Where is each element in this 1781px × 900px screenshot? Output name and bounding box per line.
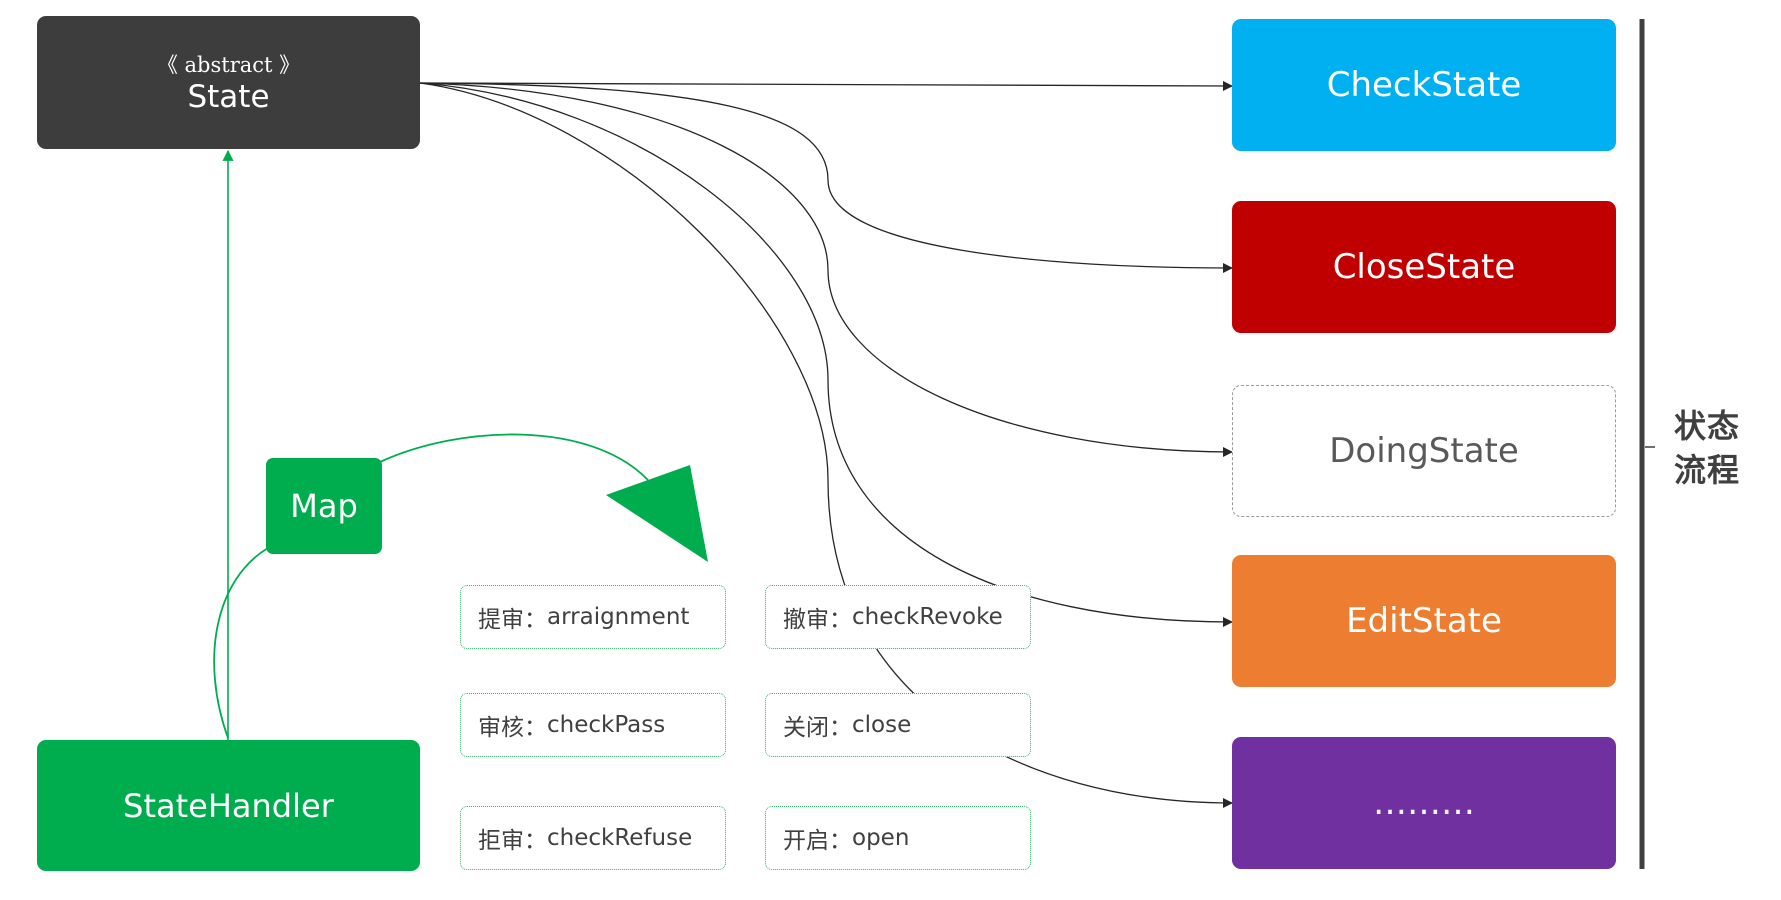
state-handler-label: StateHandler bbox=[123, 786, 334, 825]
edit-state-node: EditState bbox=[1232, 555, 1616, 687]
action-label: 提审： bbox=[478, 607, 547, 633]
doing-state-node: DoingState bbox=[1232, 385, 1616, 517]
action-open: 开启： open bbox=[765, 806, 1031, 870]
action-label: 拒审： bbox=[478, 828, 547, 854]
action-close: 关闭： close bbox=[765, 693, 1031, 757]
action-label: 撤审： bbox=[783, 607, 852, 633]
edit-state-label: EditState bbox=[1346, 601, 1502, 641]
action-check-revoke: 撤审： checkRevoke bbox=[765, 585, 1031, 649]
close-state-label: CloseState bbox=[1332, 247, 1516, 287]
action-label: 审核： bbox=[478, 715, 547, 741]
action-label: 开启： bbox=[783, 828, 852, 854]
more-states-node: ……… bbox=[1232, 737, 1616, 869]
action-check-pass: 审核： checkPass bbox=[460, 693, 726, 757]
map-node: Map bbox=[266, 458, 382, 554]
state-flow-side-label: 状态 流程 bbox=[1674, 404, 1754, 492]
abstract-state-title: State bbox=[187, 78, 270, 115]
action-check-refuse: 拒审： checkRefuse bbox=[460, 806, 726, 870]
map-label: Map bbox=[290, 487, 358, 525]
action-method: arraignment bbox=[547, 604, 690, 630]
abstract-state-node: 《 abstract 》 State bbox=[37, 16, 420, 149]
close-state-node: CloseState bbox=[1232, 201, 1616, 333]
action-method: checkRefuse bbox=[547, 825, 693, 851]
action-method: close bbox=[852, 712, 912, 738]
action-method: checkPass bbox=[547, 712, 666, 738]
check-state-node: CheckState bbox=[1232, 19, 1616, 151]
side-label-line1: 状态 bbox=[1674, 407, 1741, 445]
edge-state-to-checkstate bbox=[419, 80, 1233, 91]
more-states-label: ……… bbox=[1373, 783, 1475, 823]
action-label: 关闭： bbox=[783, 715, 852, 741]
abstract-stereotype-label: 《 abstract 》 bbox=[156, 52, 301, 77]
action-method: open bbox=[852, 825, 910, 851]
action-method: checkRevoke bbox=[852, 604, 1003, 630]
side-label-line2: 流程 bbox=[1674, 451, 1741, 489]
edge-state-to-doingstate bbox=[419, 82, 1233, 457]
edge-state-to-editstate bbox=[419, 82, 1233, 627]
doing-state-label: DoingState bbox=[1329, 431, 1519, 471]
edge-state-to-closestate bbox=[419, 82, 1233, 273]
map-arc-arrowhead bbox=[606, 465, 708, 562]
check-state-label: CheckState bbox=[1326, 65, 1522, 105]
action-arraignment: 提审： arraignment bbox=[460, 585, 726, 649]
state-handler-node: StateHandler bbox=[37, 740, 420, 871]
